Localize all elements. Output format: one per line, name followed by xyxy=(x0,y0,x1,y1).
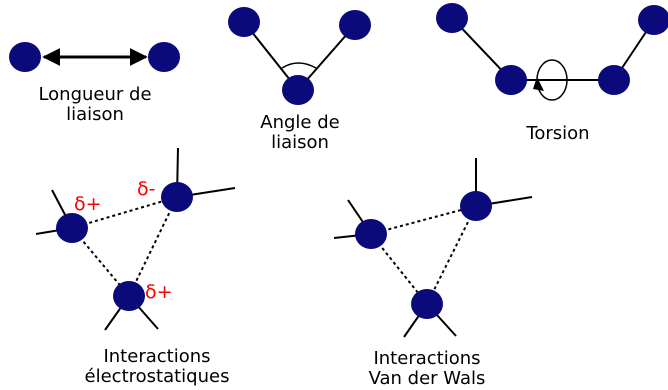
partial-charge-label: δ+ xyxy=(145,281,173,303)
torsion-label: Torsion xyxy=(525,123,589,144)
bond-length-panel: Longueur de liaison xyxy=(9,42,180,125)
electrostatic-label-line2: électrostatiques xyxy=(85,366,230,387)
interaction-line xyxy=(71,196,178,229)
bond-angle-label-line2: liaison xyxy=(271,132,329,153)
atom xyxy=(9,42,41,72)
vdw-label-line2: Van der Wals xyxy=(369,368,486,389)
atom xyxy=(282,75,314,105)
atom xyxy=(56,213,88,243)
atom xyxy=(113,281,145,311)
interaction-line xyxy=(128,196,178,297)
atom xyxy=(638,5,668,35)
atom xyxy=(436,3,468,33)
interaction-line xyxy=(426,205,477,305)
atom xyxy=(598,65,630,95)
atom xyxy=(161,182,193,212)
atom xyxy=(339,10,371,40)
atom xyxy=(460,191,492,221)
atom xyxy=(411,289,443,319)
atom xyxy=(228,7,260,37)
angle-arc xyxy=(281,62,317,69)
bond-angle-label-line1: Angle de xyxy=(260,112,339,133)
vdw-label-line1: Interactions xyxy=(373,348,480,369)
electrostatic-label-line1: Interactions xyxy=(103,346,210,367)
partial-charge-label: δ- xyxy=(137,178,155,200)
interaction-line xyxy=(370,205,477,235)
rotation-arrowhead-icon xyxy=(533,77,544,91)
partial-charge-label: δ+ xyxy=(74,193,102,215)
van-der-waals-panel: Interactions Van der Wals xyxy=(333,158,533,389)
bond-angle-panel: Angle de liaison xyxy=(228,7,371,153)
atom xyxy=(148,42,180,72)
atom xyxy=(355,219,387,249)
atom xyxy=(495,65,527,95)
bond-length-label-line2: liaison xyxy=(66,104,124,125)
torsion-panel: Torsion xyxy=(436,3,668,144)
bond-length-label-line1: Longueur de xyxy=(38,84,151,105)
electrostatic-panel: δ+ δ- δ+ Interactions électrostatiques xyxy=(35,147,236,387)
